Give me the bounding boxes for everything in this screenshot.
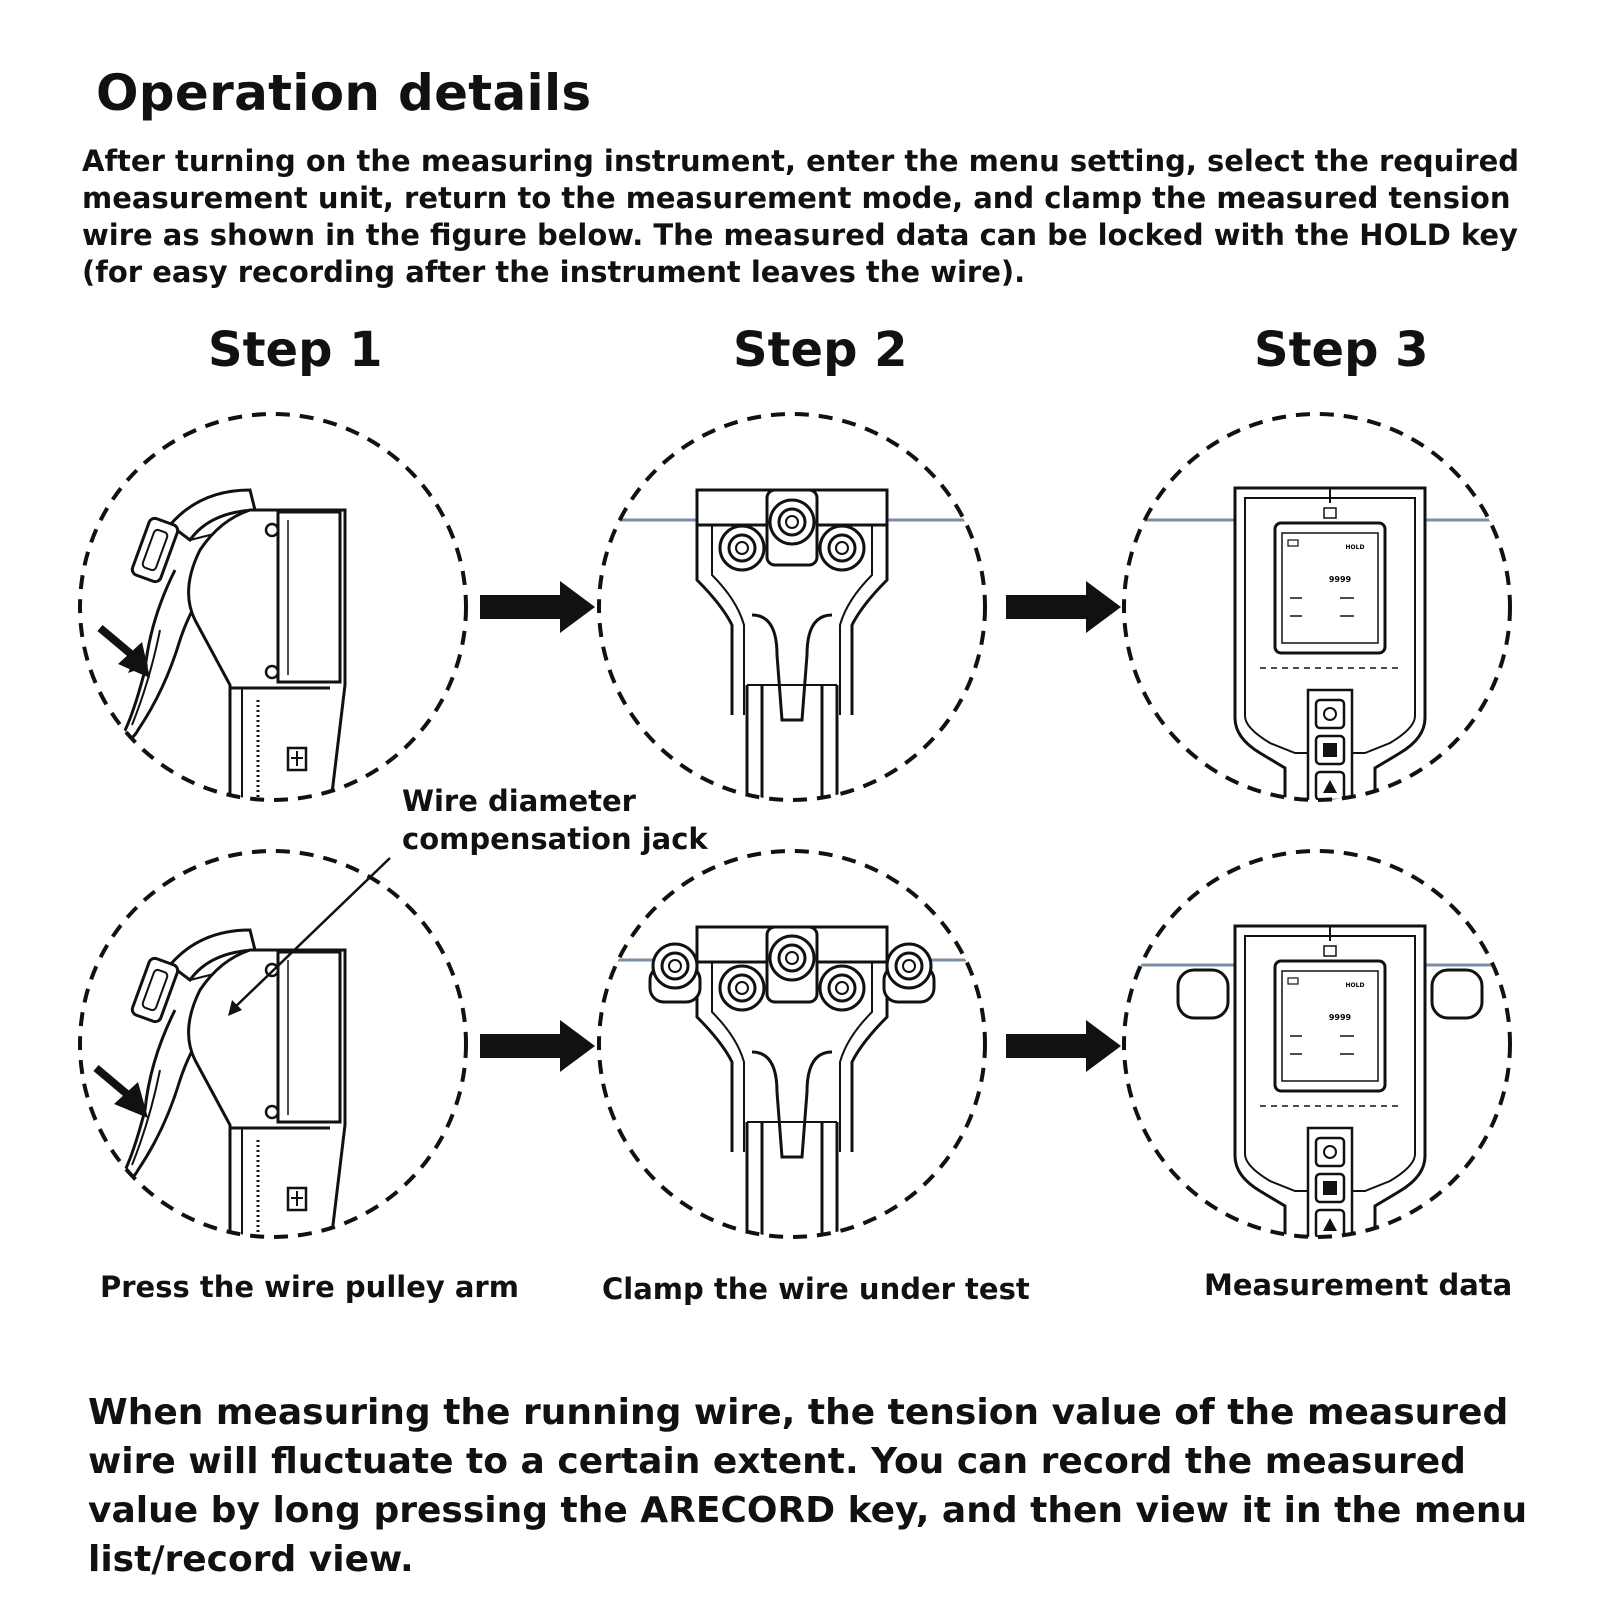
step2-bottom-illustration [599,925,985,1237]
step3-bottom-illustration: 9999 HOLD [1124,924,1510,1237]
step1-bottom-illustration [118,928,347,1237]
arrow-right-icon [1006,581,1121,633]
screen-value: 9999 [1329,575,1352,584]
step-1-heading: Step 1 [208,322,383,378]
arrow-right-icon [480,1020,595,1072]
step3-top-circle [1122,412,1512,802]
step1-top-circle [78,412,468,802]
screen-value: 9999 [1329,1013,1352,1022]
arrow-right-icon [1006,1020,1121,1072]
step1-top-illustration [118,488,347,800]
outro-paragraph: When measuring the running wire, the ten… [88,1392,1528,1580]
step-3-heading: Step 3 [1254,322,1429,378]
callout-line [231,857,391,1011]
page-title: Operation details [96,64,592,122]
intro-paragraph: After turning on the measuring instrumen… [82,144,1520,289]
callout-line-1: Wire diameter [402,784,636,818]
callout-line-2: compensation jack [402,822,708,856]
caption-step-1: Press the wire pulley arm [100,1270,519,1304]
screen-status: HOLD [1346,544,1365,551]
step3-bottom-circle [1122,849,1512,1239]
callout-label: Wire diameter compensation jack [402,782,708,858]
step3-top-illustration: 9999 HOLD [1124,486,1510,800]
caption-step-3: Measurement data [1204,1268,1513,1302]
step2-top-illustration [599,488,985,800]
arrow-right-icon [480,581,595,633]
step1-bottom-circle [78,849,468,1239]
screen-status: HOLD [1346,982,1365,989]
caption-step-2: Clamp the wire under test [602,1272,1030,1306]
step2-top-circle [597,412,987,802]
step2-bottom-circle [597,849,987,1239]
step-2-heading: Step 2 [733,322,908,378]
